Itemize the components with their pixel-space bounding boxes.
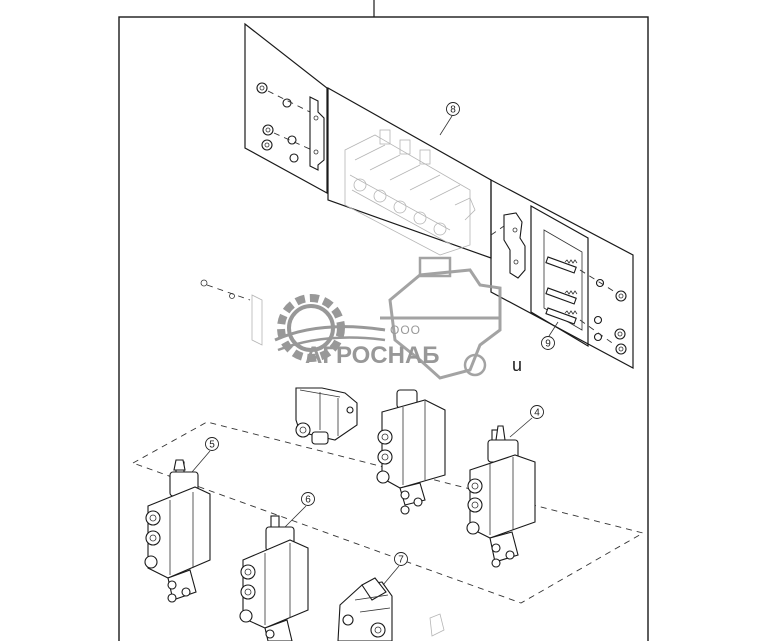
callout-7-label: 7 — [398, 555, 404, 566]
valve-assembly-panel — [327, 86, 492, 259]
valve-stack-ghost — [344, 129, 476, 256]
diagram-frame — [118, 16, 649, 641]
callout-4-circle — [530, 405, 544, 419]
section-assembly-plane — [131, 421, 645, 604]
valve-section-4 — [466, 425, 536, 568]
callout-7-circle — [394, 552, 408, 566]
callout-6-circle — [301, 492, 315, 506]
callout-4-label: 4 — [534, 408, 540, 419]
nut-group-left — [256, 82, 313, 163]
stud-panel — [530, 204, 589, 348]
watermark-brand: АГРОСНАБ — [305, 342, 440, 369]
mounting-bracket-left — [309, 96, 325, 171]
valve-section-upper — [295, 387, 358, 445]
mounting-bracket-right — [503, 212, 526, 279]
valve-section-5 — [144, 459, 211, 603]
callout-8-label: 8 — [450, 105, 456, 116]
harvester-logo-icon — [380, 256, 502, 380]
agrosnab-watermark: ООО АГРОСНАБ — [274, 256, 502, 380]
callout-5-label: 5 — [209, 440, 215, 451]
watermark-prefix: ООО — [390, 323, 421, 337]
callout-6-label: 6 — [305, 495, 311, 506]
valve-section-center — [376, 389, 446, 515]
hardware-panel-left — [244, 22, 328, 195]
callout-8-circle — [446, 102, 460, 116]
stud-bolts — [545, 256, 578, 325]
stray-character: u — [512, 355, 522, 375]
small-fitting — [200, 279, 263, 346]
valve-section-6 — [239, 515, 309, 641]
callout-9-circle — [541, 336, 555, 350]
valve-section-7 — [337, 577, 445, 641]
gear-logo-icon — [274, 294, 386, 362]
nut-group-right — [579, 269, 627, 355]
callout-9-label: 9 — [545, 339, 551, 350]
callout-5-circle — [205, 437, 219, 451]
hardware-panel-right — [490, 179, 634, 370]
